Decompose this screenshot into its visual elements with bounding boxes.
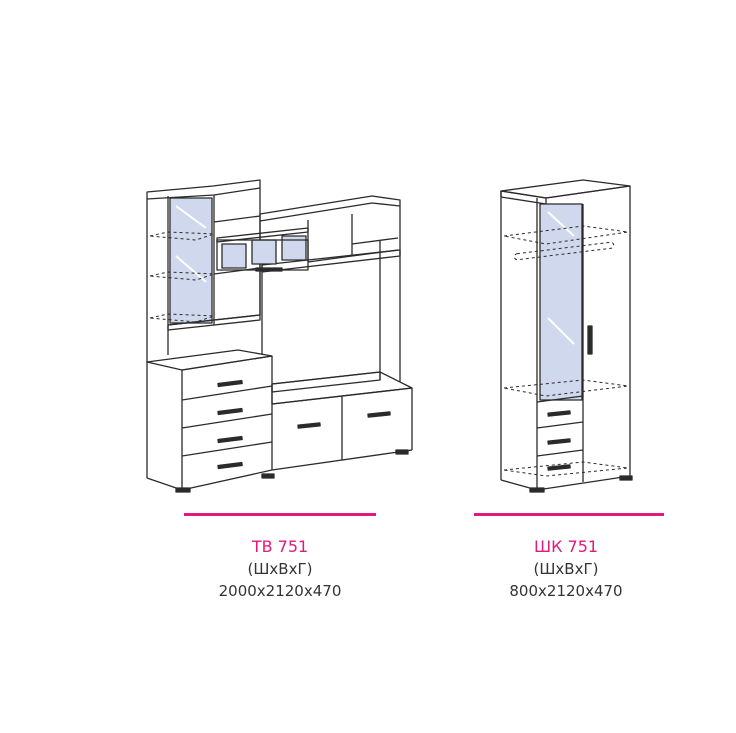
- wardrobe-drawing: [500, 179, 633, 493]
- small-glass-door-1: [221, 243, 247, 269]
- tv-unit-accent-rule: [184, 513, 376, 516]
- model-name: ШК 751: [533, 537, 599, 556]
- handle: [217, 407, 243, 416]
- tv-unit-drawing: [146, 179, 413, 493]
- handle: [547, 410, 571, 417]
- dimensions-label: (ШхВхГ): [533, 560, 599, 578]
- tv-unit-caption: ТВ 751 (ШхВхГ) 2000х2120х470: [170, 536, 390, 602]
- dimensions-value: 800х2120х470: [509, 582, 623, 600]
- model-name: ТВ 751: [251, 537, 309, 556]
- wardrobe-mirror-door: [539, 203, 583, 401]
- handle: [255, 267, 283, 272]
- glass-cabinet: [146, 179, 261, 362]
- small-glass-door-2: [251, 239, 277, 265]
- dimensions-label: (ШхВхГ): [247, 560, 313, 578]
- dimensions-value: 2000х2120х470: [218, 582, 342, 600]
- handle: [367, 411, 391, 418]
- wardrobe-caption: ШК 751 (ШхВхГ) 800х2120х470: [456, 536, 676, 602]
- handle: [547, 438, 571, 445]
- bridge-shelf: [216, 195, 401, 382]
- handle: [217, 435, 243, 444]
- handle: [547, 464, 571, 471]
- glass-door-panel: [169, 197, 213, 324]
- tv-stand: [271, 371, 413, 471]
- handle: [587, 325, 593, 355]
- drawer-chest: [146, 349, 275, 493]
- wardrobe-accent-rule: [474, 513, 664, 516]
- handle: [217, 461, 243, 470]
- handle: [217, 379, 243, 388]
- handle: [297, 422, 321, 429]
